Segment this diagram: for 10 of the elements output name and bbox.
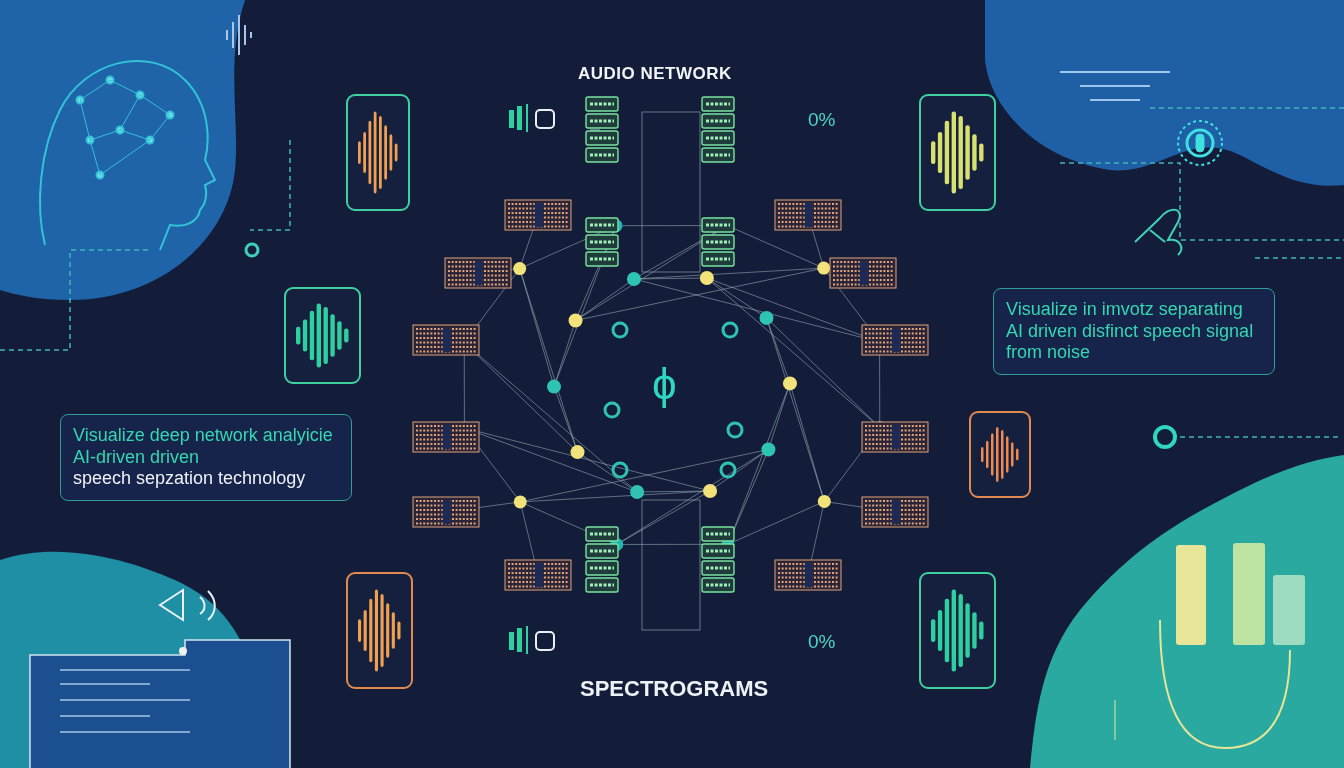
percentage-label: 0% (808, 110, 836, 129)
panel-text: Visualize deep network analyicie AI-driven driven (73, 425, 334, 469)
section-heading: SPECTROGRAMS (580, 678, 769, 700)
text-panel (993, 288, 1275, 375)
symbol-label: ϕ (652, 362, 677, 406)
diagram-title: AUDIO NETWORK (578, 64, 732, 84)
panel-text: Visualize in imvotz separating AI driven disfinct speech signal from noise (1006, 299, 1255, 364)
panel-text: speech sepzation technology (73, 468, 307, 490)
percentage-label: 0% (808, 632, 836, 651)
text-panel (60, 414, 352, 501)
